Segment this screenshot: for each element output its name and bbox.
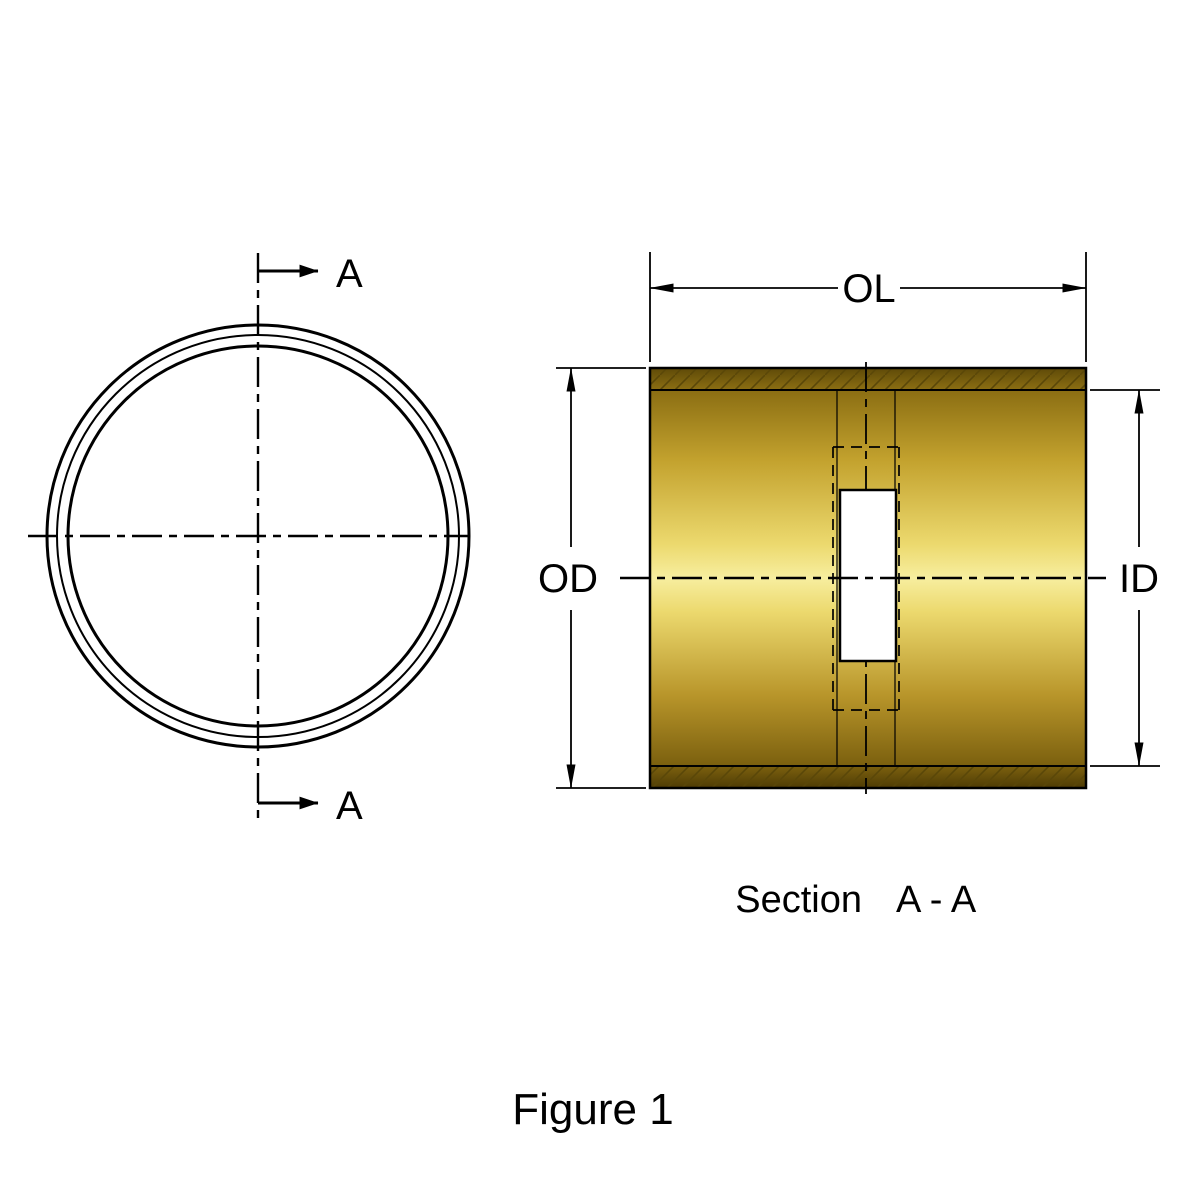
dimensions: OL OD ID — [538, 252, 1160, 789]
bore-circle — [66, 344, 450, 728]
section-title-range: A - A — [896, 879, 977, 921]
id-dimension-label: ID — [1119, 557, 1159, 601]
section-title-word: Section — [735, 879, 862, 921]
bushing-outline — [648, 366, 1088, 790]
figure-caption: Figure 1 — [512, 1085, 673, 1134]
section-cut-label-bottom: A — [336, 784, 363, 828]
front-view: A A — [28, 252, 471, 828]
outer-diameter-circle — [45, 323, 471, 749]
keyway-slot — [838, 488, 898, 663]
bottom-wall-hatch — [650, 766, 1086, 788]
ol-dimension-label: OL — [842, 267, 895, 311]
outer-wall-circle — [56, 334, 460, 738]
od-dimension-label: OD — [538, 557, 598, 601]
section-view — [620, 362, 1106, 794]
section-cut-label-top: A — [336, 252, 363, 296]
top-wall-hatch — [650, 368, 1086, 390]
